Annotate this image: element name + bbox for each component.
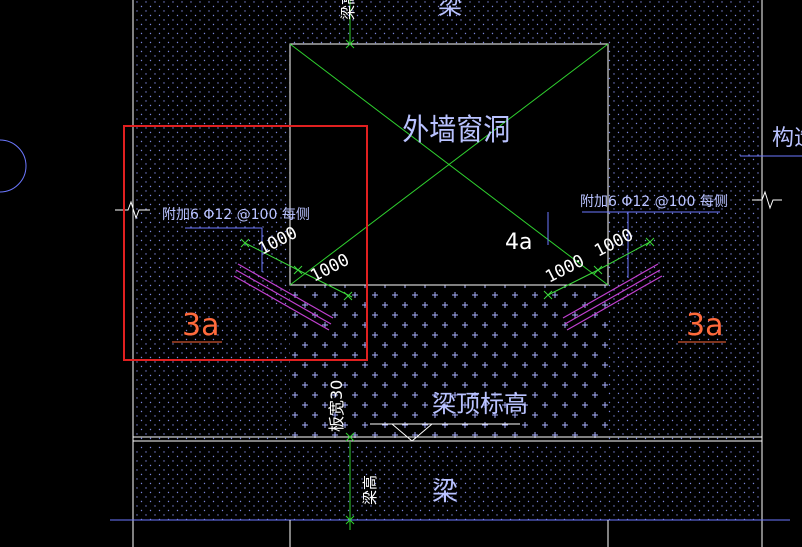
top-beam-label: 梁 [438, 0, 462, 20]
axis-bubble [0, 139, 27, 193]
dim-tick-right-2 [593, 265, 603, 275]
dim-tick-right-1 [543, 290, 553, 300]
top-dim-tick [345, 39, 355, 49]
rebar-right-2 [564, 269, 661, 325]
bottom-dim-tick-2 [345, 515, 355, 525]
window-opening-label: 外墙窗洞 [402, 113, 510, 148]
beam-hatch [133, 444, 762, 520]
dim-line-left-2 [297, 269, 353, 298]
dim-line-right-2 [597, 241, 651, 271]
rebar-left-2 [235, 269, 332, 325]
rebar-label-left: 附加6 Φ12 @100 每侧 [162, 207, 310, 223]
dim-tick-left-2 [293, 265, 303, 275]
rebar-label-right: 附加6 Φ12 @100 每侧 [580, 194, 728, 210]
break-line-left [115, 200, 150, 220]
dim-tick-right-3 [645, 237, 655, 247]
rebar-left-1 [237, 263, 334, 319]
beam-height-label: 梁高 [361, 475, 379, 505]
top-beam-height-label: 梁高 [339, 0, 357, 20]
band-width-label: 板宽30 [327, 380, 346, 432]
window-diagonal-2 [289, 43, 609, 286]
bottom-dim-tick-1 [345, 432, 355, 442]
dim-line-left-1 [244, 242, 299, 271]
structural-column-label: 构造 [772, 126, 802, 151]
beam-top-elevation-label: 梁顶标高 [432, 390, 528, 418]
rebar-right-3 [566, 275, 663, 331]
anchor-3a-right-label: 3a [686, 308, 723, 343]
anchor-3a-left-label: 3a [182, 308, 219, 343]
dim-tick-left-1 [240, 238, 250, 248]
break-line-right [752, 190, 782, 210]
dim-tick-left-3 [343, 291, 353, 301]
rebar-right-1 [562, 263, 659, 319]
dim-line-right-1 [547, 269, 599, 296]
beam-label: 梁 [432, 477, 458, 507]
anchor-4a-label: 4a [505, 230, 532, 255]
rebar-left-3 [233, 275, 330, 331]
concrete-hatch [290, 285, 608, 440]
selection-highlight[interactable] [123, 125, 368, 361]
